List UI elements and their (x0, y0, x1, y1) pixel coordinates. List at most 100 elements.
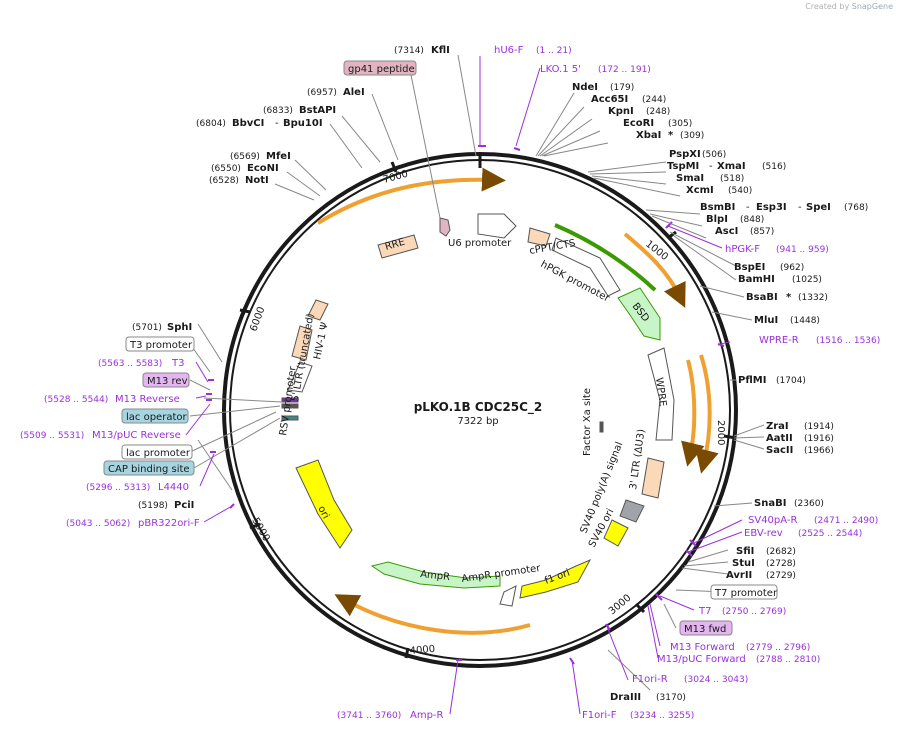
enzyme-stui-pos: (2728) (766, 559, 796, 569)
cap-site (281, 415, 299, 421)
primer-m13pucrev: M13/pUC Reverse (92, 430, 181, 441)
primer-f1orir: F1ori-R (632, 674, 668, 685)
enzyme-zrai: ZraI (766, 421, 789, 432)
enzyme-smai-pos: (518) (720, 174, 744, 184)
enzyme-sacii: SacII (766, 445, 793, 456)
enzyme-xbai-mark: * (668, 130, 674, 141)
enzyme-tspmi: TspMI (667, 161, 699, 172)
orf-arc-wpre-a (681, 359, 705, 467)
enzyme-noti: NotI (245, 175, 269, 186)
m13-rev-site (281, 397, 299, 403)
gp41-box (343, 60, 417, 76)
primer-m13rev2-range: (5528 .. 5544) (44, 395, 108, 405)
ltr5-feature (291, 325, 313, 361)
primer-t7: T7 (698, 606, 711, 617)
lac-promoter-box (121, 444, 193, 460)
primer-ampr-range: (3741 .. 3760) (337, 711, 401, 721)
enzyme-blpi-pos: (848) (740, 215, 764, 225)
orf-arc-bsd-green (554, 223, 657, 292)
enzyme-tspmi-pos: (516) (762, 162, 786, 172)
enzyme-ndei-pos: (179) (610, 83, 634, 93)
enzyme-acc65i: Acc65I (591, 94, 628, 105)
cppt-feature (527, 227, 551, 247)
enzyme-esp3i: Esp3I (756, 202, 787, 213)
enzyme-snabi: SnaBI (754, 498, 786, 509)
enzyme-ecori-pos: (305) (668, 119, 692, 129)
primer-lko15-range: (172 .. 191) (598, 65, 651, 75)
enzyme-bamhi: BamHI (738, 274, 775, 285)
primer-hpgkf: hPGK-F (725, 244, 760, 255)
primer-pbr322: pBR322ori-F (138, 518, 200, 529)
primer-m13pucfwd-range: (2788 .. 2810) (756, 655, 820, 665)
enzyme-bsabi-mark: * (786, 292, 792, 303)
feature-label-hiv-psi: HIV-1 Ψ (312, 321, 331, 360)
m13-rev-box (142, 372, 190, 388)
enzyme-smai: SmaI (676, 173, 704, 184)
plasmid-size: 7322 bp (457, 416, 498, 427)
enzyme-pcii-pos: (5198) (138, 501, 168, 511)
enzyme-kfli: KflI (431, 45, 450, 56)
lac-promoter-label: lac promoter (126, 448, 191, 459)
hiv-psi-feature (307, 299, 329, 321)
enzyme-snabi-pos: (2360) (794, 499, 824, 509)
enzyme-pflmi-pos: (1704) (776, 376, 806, 386)
cap-binding-label: CAP binding site (108, 464, 190, 475)
enzyme-blpi: BlpI (706, 214, 728, 225)
tick-label: 4000 (409, 644, 435, 657)
enzyme-spei: SpeI (806, 202, 831, 213)
feature-label-u6: U6 promoter (448, 238, 512, 249)
primer-t3: T3 (171, 358, 184, 369)
m13-rev-label: M13 rev (147, 376, 188, 387)
hpgk-promoter-feature (551, 237, 621, 297)
primer-sv40par-range: (2471 .. 2490) (814, 516, 878, 526)
plasmid-title: pLKO.1B CDC25C_2 7322 bp (414, 400, 543, 427)
credit-prefix: Created by (805, 2, 850, 11)
enzyme-separator: - (746, 202, 750, 213)
lac-operator-site (281, 403, 299, 409)
enzyme-bspei: BspEI (734, 262, 765, 273)
sv40pa-feature (619, 499, 645, 523)
enzyme-kfli-pos: (7314) (394, 46, 424, 56)
enzyme-xcmi: XcmI (686, 185, 714, 196)
enzyme-bspei-pos: (962) (780, 263, 804, 273)
orf-arc-ampr (334, 594, 531, 635)
ori-feature (295, 459, 353, 549)
enzyme-bsabi: BsaBI (746, 292, 778, 303)
f1ori-feature (519, 558, 592, 599)
enzyme-econi-pos: (6550) (211, 164, 241, 174)
orf-arcs (316, 167, 719, 635)
lac-operator-box (121, 408, 189, 424)
enzyme-aatii-pos: (1916) (804, 434, 834, 444)
feature-shapes (281, 213, 675, 607)
enzyme-xcmi-pos: (540) (728, 186, 752, 196)
lac-operator-label: lac operator (126, 412, 187, 423)
primer-wprer: WPRE-R (759, 335, 799, 346)
primer-f1orir-range: (3024 .. 3043) (684, 675, 748, 685)
orf-arc-wpre-b (695, 354, 719, 474)
primer-m13rev2: M13 Reverse (115, 394, 180, 405)
enzyme-bsabi-pos: (1332) (798, 293, 828, 303)
primer-ampr: Amp-R (410, 710, 444, 721)
boxed-labels: gp41 peptide T7 promoter M13 fwd T3 prom… (103, 60, 778, 636)
primer-m13fwd2-range: (2779 .. 2796) (746, 643, 810, 653)
m13-fwd-box (679, 620, 733, 636)
orf-arc-top (316, 167, 506, 225)
enzyme-bbvci: BbvCI (232, 118, 264, 129)
primer-t3-range: (5563 .. 5583) (98, 359, 162, 369)
t3-promoter-box (125, 336, 195, 352)
enzyme-bsmbi-pos: (768) (844, 203, 868, 213)
rsv-promoter-feature (287, 361, 313, 393)
enzyme-xmai: XmaI (717, 161, 746, 172)
primer-l4440-range: (5296 .. 5313) (86, 483, 150, 493)
enzyme-noti-pos: (6528) (209, 176, 239, 186)
enzyme-asci: AscI (715, 226, 738, 237)
feature-label-wpre: WPRE (653, 377, 668, 407)
t7-promoter-box (710, 584, 778, 600)
enzyme-bsmbi: BsmBI (700, 202, 735, 213)
enzyme-ndei: NdeI (572, 82, 598, 93)
primer-m13pucfwd: M13/pUC Forward (657, 654, 746, 665)
enzyme-labels: (7314) KflI (6957) AleI (6833) BstAPI (6… (132, 45, 868, 703)
ltr3-feature (641, 457, 665, 499)
enzyme-mfei: MfeI (266, 151, 291, 162)
